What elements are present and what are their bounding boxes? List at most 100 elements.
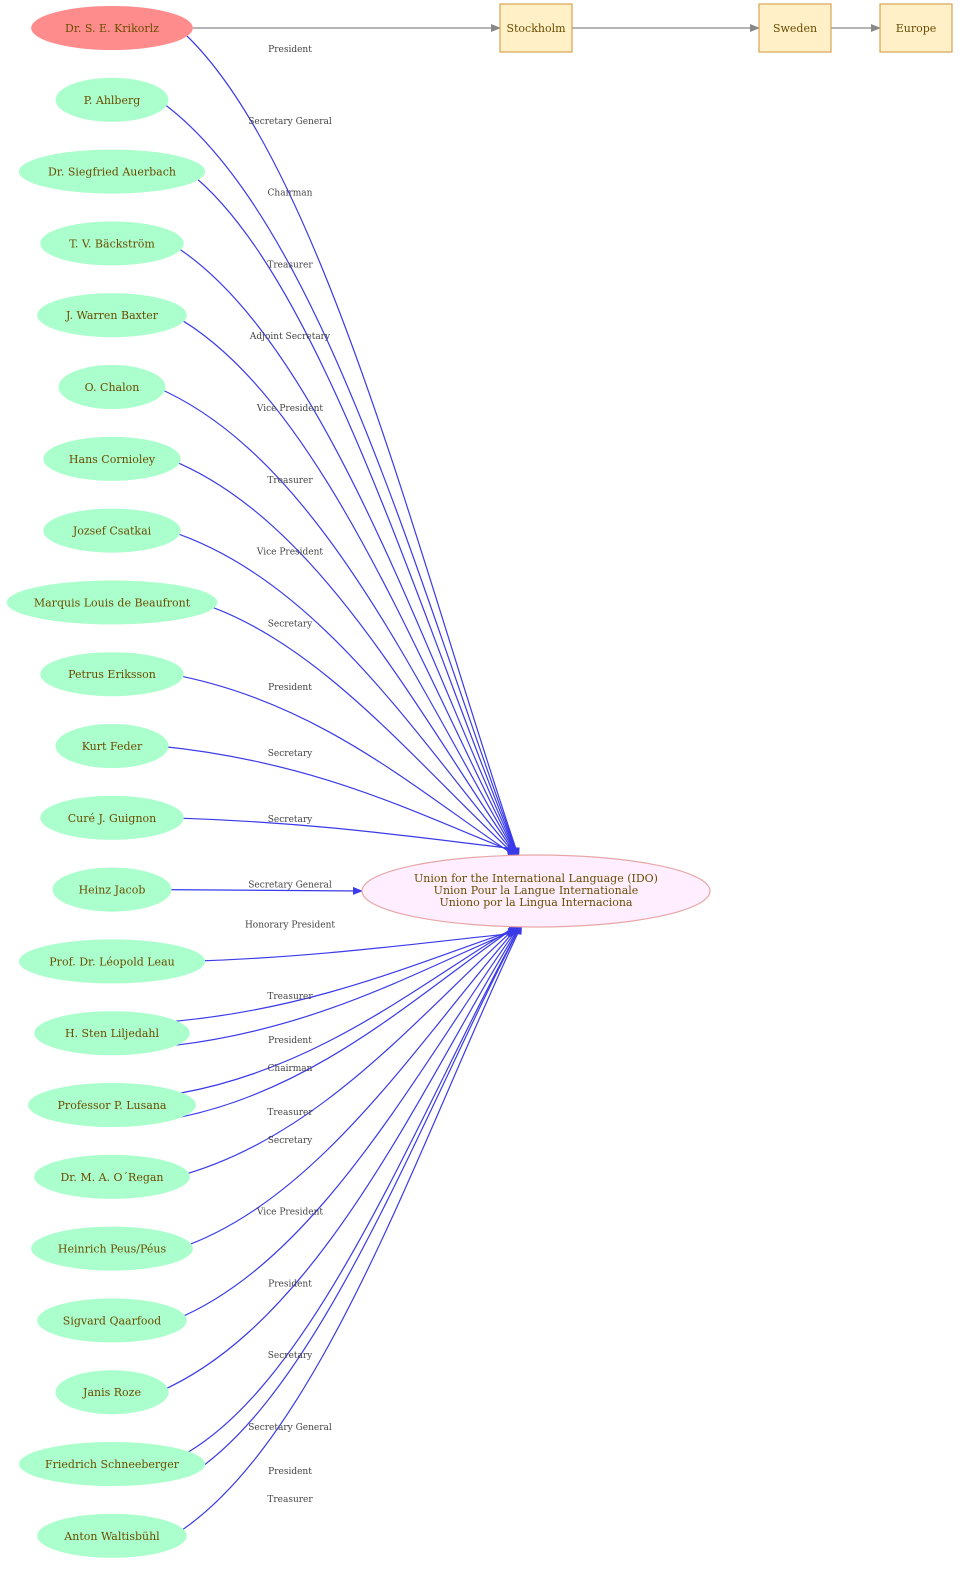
edge-janis-roze-secretary <box>158 924 522 1393</box>
organization-name-line: Union for the International Language (ID… <box>414 872 658 885</box>
place-name: Europe <box>896 22 937 35</box>
edge-marquis-louis-de-beaufront-secretary <box>198 601 518 858</box>
place-name: Sweden <box>773 22 817 35</box>
person-name: Friedrich Schneeberger <box>45 1458 180 1471</box>
place-node-stockholm[interactable]: Stockholm <box>499 3 573 53</box>
person-name: P. Ahlberg <box>84 94 141 107</box>
nodes-layer: Union for the International Language (ID… <box>6 3 953 1558</box>
place-name: Stockholm <box>506 22 566 35</box>
edge-label-secretary: Secretary <box>268 749 313 759</box>
edge-h-sten-liljedahl-treasurer <box>175 928 519 1022</box>
edge-label-secretary: Secretary <box>268 619 313 629</box>
person-node-janis-roze[interactable]: Janis Roze <box>55 1370 169 1415</box>
edges-layer <box>155 24 881 1537</box>
organization-node[interactable]: Union for the International Language (ID… <box>361 854 711 928</box>
edge-o-chalon-vice-president <box>155 386 519 858</box>
edge-label-chairman: Chairman <box>268 189 313 199</box>
person-node-dr-m-a-o-regan[interactable]: Dr. M. A. O´Regan <box>34 1154 190 1199</box>
edge-label-secretary-general: Secretary General <box>248 1423 332 1433</box>
edge-heinz-jacob-secretary-general <box>160 886 363 895</box>
edge-label-secretary-general: Secretary General <box>248 117 332 127</box>
person-node-o-chalon[interactable]: O. Chalon <box>58 365 166 409</box>
person-name: Hans Cornioley <box>69 453 156 466</box>
person-node-prof-dr-leopold-leau[interactable]: Prof. Dr. Léopold Leau <box>18 939 206 984</box>
edge-label-chairman: Chairman <box>268 1064 313 1074</box>
person-node-heinrich-peus-peus[interactable]: Heinrich Peus/Péus <box>31 1226 193 1271</box>
person-name: Heinz Jacob <box>79 884 146 897</box>
person-name: J. Warren Baxter <box>65 309 159 322</box>
edge-p-ahlberg-secretary-general <box>157 99 520 858</box>
edge-label-adjoint-secretary: Adjoint Secretary <box>249 332 331 342</box>
place-node-sweden[interactable]: Sweden <box>758 3 832 53</box>
person-node-cure-j-guignon[interactable]: Curé J. Guignon <box>40 795 184 840</box>
edge-jozsef-csatkai-vice-president <box>168 530 518 858</box>
person-name: Curé J. Guignon <box>68 812 157 825</box>
edge-label-secretary-general: Secretary General <box>248 881 332 891</box>
edge-dr-m-a-o-regan-secretary <box>175 924 520 1178</box>
edge-label-president: President <box>268 1036 312 1046</box>
edge-label-secretary: Secretary <box>268 815 313 825</box>
place-node-europe[interactable]: Europe <box>879 3 953 53</box>
edge-label-president: President <box>268 683 312 693</box>
edge-label-secretary: Secretary <box>268 1136 313 1146</box>
person-name: O. Chalon <box>85 381 140 394</box>
edge-t-v-backstrom-treasurer <box>170 242 519 858</box>
edge-dr-s-e-krikorlz-president <box>177 27 520 858</box>
edge-label-treasurer: Treasurer <box>267 1108 313 1118</box>
person-node-t-v-backstrom[interactable]: T. V. Bäckström <box>40 221 184 266</box>
person-node-marquis-louis-de-beaufront[interactable]: Marquis Louis de Beaufront <box>6 580 218 625</box>
edge-kurt-feder-secretary <box>158 745 518 854</box>
edge-cure-j-guignon-secretary <box>170 817 518 852</box>
person-name: Janis Roze <box>82 1386 141 1399</box>
edge-label-treasurer: Treasurer <box>267 1495 313 1505</box>
edge-label-vice-president: Vice President <box>256 1208 324 1218</box>
person-node-kurt-feder[interactable]: Kurt Feder <box>55 724 169 768</box>
person-name: Heinrich Peus/Péus <box>58 1243 167 1256</box>
person-name: Prof. Dr. Léopold Leau <box>49 955 174 968</box>
edge-heinrich-peus-peus-vice-president <box>178 924 520 1250</box>
edge-prof-dr-leopold-leau-honorary-president <box>188 929 518 962</box>
person-name: T. V. Bäckström <box>69 237 155 250</box>
person-node-jozsef-csatkai[interactable]: Jozsef Csatkai <box>43 508 181 553</box>
edge-friedrich-schneeberger-secretary-general <box>188 924 522 1453</box>
edge-label-honorary-president: Honorary President <box>245 920 335 930</box>
person-name: Sigvard Qaarfood <box>63 1314 161 1327</box>
edge-label-president: President <box>268 1279 312 1289</box>
edge-dr-siegfried-auerbach-chairman <box>187 171 519 858</box>
person-name: Petrus Eriksson <box>68 668 156 681</box>
edge-label-secretary: Secretary <box>268 1351 313 1361</box>
edge-professor-p-lusana-treasurer <box>180 924 519 1118</box>
person-node-dr-siegfried-auerbach[interactable]: Dr. Siegfried Auerbach <box>18 149 206 194</box>
edge-label-treasurer: Treasurer <box>267 476 313 486</box>
person-name: Kurt Feder <box>82 740 143 753</box>
person-name: Marquis Louis de Beaufront <box>34 596 191 609</box>
person-node-h-sten-liljedahl[interactable]: H. Sten Liljedahl <box>34 1011 190 1056</box>
person-node-professor-p-lusana[interactable]: Professor P. Lusana <box>28 1083 196 1127</box>
person-node-petrus-eriksson[interactable]: Petrus Eriksson <box>40 652 184 697</box>
edge-label-vice-president: Vice President <box>256 404 324 414</box>
person-name: H. Sten Liljedahl <box>65 1027 160 1040</box>
edge-label-president: President <box>268 45 312 55</box>
organization-name-line: Uniono por la Lingua Internaciona <box>440 896 633 909</box>
edge-label-treasurer: Treasurer <box>267 260 313 270</box>
person-node-p-ahlberg[interactable]: P. Ahlberg <box>55 77 169 122</box>
edge-hans-cornioley-treasurer <box>168 458 519 858</box>
person-node-sigvard-qaarfood[interactable]: Sigvard Qaarfood <box>37 1298 187 1343</box>
person-name: Jozsef Csatkai <box>72 525 152 538</box>
person-node-friedrich-schneeberger[interactable]: Friedrich Schneeberger <box>18 1442 206 1486</box>
person-name: Dr. Siegfried Auerbach <box>48 166 176 179</box>
edge-h-sten-liljedahl-president <box>175 928 519 1046</box>
person-node-dr-s-e-krikorlz[interactable]: Dr. S. E. Krikorlz <box>31 6 193 50</box>
edge-anton-waltisbuhl-treasurer <box>173 924 523 1537</box>
person-node-j-warren-baxter[interactable]: J. Warren Baxter <box>37 293 187 338</box>
person-node-anton-waltisbuhl[interactable]: Anton Waltisbühl <box>37 1513 187 1558</box>
edge-sigvard-qaarfood-president <box>173 924 521 1321</box>
edge-label-president: President <box>268 1467 312 1477</box>
person-node-hans-cornioley[interactable]: Hans Cornioley <box>43 436 181 481</box>
edge-label-vice-president: Vice President <box>256 548 324 558</box>
edge-friedrich-schneeberger-president <box>188 924 522 1477</box>
person-node-heinz-jacob[interactable]: Heinz Jacob <box>52 867 172 912</box>
person-name: Professor P. Lusana <box>58 1099 167 1112</box>
